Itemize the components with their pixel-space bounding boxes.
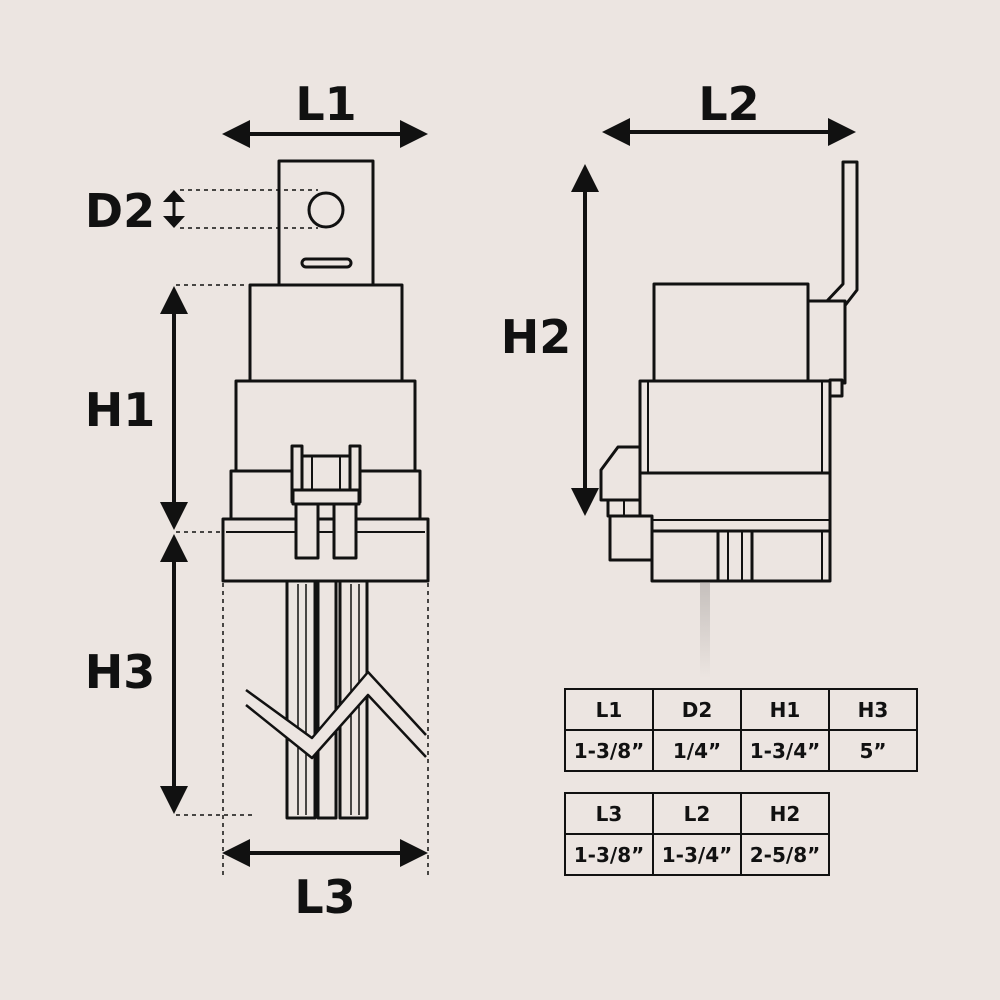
table-value-row: 1-3/8” 1/4” 1-3/4” 5” — [564, 729, 918, 772]
h3-arrow — [160, 534, 188, 814]
front-view — [221, 159, 430, 820]
wire-break-symbol — [245, 670, 427, 760]
l2-arrow — [602, 118, 856, 146]
side-socket — [638, 471, 832, 533]
l1-arrow — [222, 120, 428, 148]
h2-arrow — [571, 164, 599, 516]
dimension-table-1: L1 D2 H1 H3 1-3/8” 1/4” 1-3/4” 5” — [564, 688, 918, 772]
table-value-cell: 1-3/8” — [564, 729, 654, 772]
table-value-cell: 1-3/4” — [740, 729, 830, 772]
l3-arrow — [222, 839, 428, 867]
front-dimension-guides — [176, 189, 429, 875]
table-header-cell: L3 — [564, 792, 654, 835]
label-h3: H3 — [85, 645, 156, 699]
label-d2: D2 — [85, 184, 155, 238]
table-value-cell: 2-5/8” — [740, 833, 830, 876]
front-dimension-arrows — [160, 120, 428, 867]
table-value-cell: 1-3/8” — [564, 833, 654, 876]
table-header-cell: L2 — [652, 792, 742, 835]
mounting-hole — [307, 191, 345, 229]
label-h1: H1 — [85, 383, 156, 437]
table-value-cell: 5” — [828, 729, 918, 772]
relay-top-block — [248, 283, 404, 384]
side-view — [599, 160, 859, 583]
table-header-cell: H2 — [740, 792, 830, 835]
side-wires — [700, 583, 779, 680]
table-header-cell: L1 — [564, 688, 654, 731]
dimension-table-2: L3 L2 H2 1-3/8” 1-3/4” 2-5/8” — [564, 792, 830, 876]
side-latch — [599, 445, 654, 562]
label-l3: L3 — [294, 870, 355, 924]
label-h2: H2 — [501, 310, 572, 364]
side-body — [638, 379, 832, 477]
side-dimension-arrows — [571, 118, 856, 516]
side-wire-exits — [716, 529, 754, 583]
table-value-cell: 1-3/4” — [652, 833, 742, 876]
latch-clip — [290, 444, 362, 560]
table-header-cell: H1 — [740, 688, 830, 731]
side-mounting-tab — [824, 160, 859, 314]
table-header-cell: H3 — [828, 688, 918, 731]
table-header-row: L1 D2 H1 H3 — [564, 688, 918, 731]
h1-arrow — [160, 286, 188, 530]
table-value-row: 1-3/8” 1-3/4” 2-5/8” — [564, 833, 830, 876]
side-top-block — [652, 282, 810, 384]
table-header-row: L3 L2 H2 — [564, 792, 830, 835]
label-l2: L2 — [698, 77, 759, 131]
table-value-cell: 1/4” — [652, 729, 742, 772]
mounting-slot — [300, 257, 353, 269]
d2-arrow — [163, 190, 185, 228]
label-l1: L1 — [295, 77, 356, 131]
relay-socket-base — [221, 517, 430, 583]
table-header-cell: D2 — [652, 688, 742, 731]
